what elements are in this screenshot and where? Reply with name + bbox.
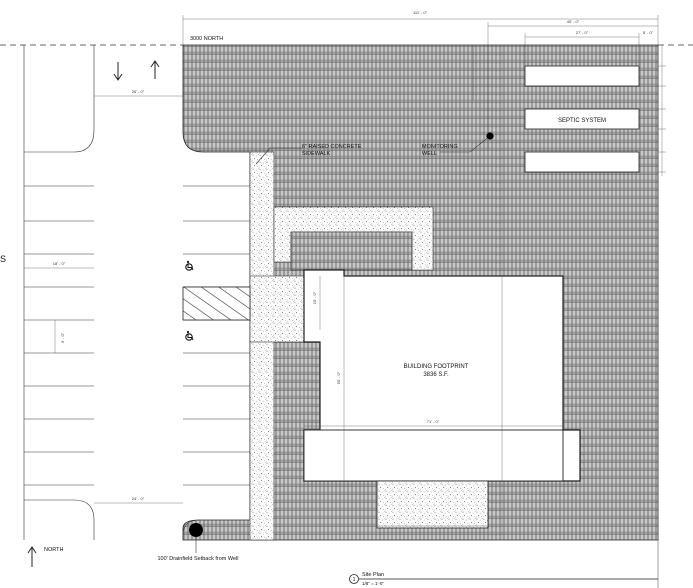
wheelchair-icon	[185, 260, 194, 271]
side-marker: S	[0, 254, 6, 264]
dim-septic-width: 27' - 0"	[576, 30, 589, 35]
site-plan-scale: 1/8" = 1'-0"	[362, 581, 384, 586]
accessible-aisle-hatch	[182, 286, 251, 321]
dim-septic-edge: 5' - 0"	[643, 30, 654, 35]
monitoring-well-label: MONITORING	[422, 144, 458, 150]
raised-sidewalk-label: 6" RAISED CONCRETE	[302, 144, 362, 150]
dim-east-width: 40' - 0"	[567, 19, 580, 24]
arrow-icon	[113, 62, 123, 81]
south-curb	[182, 519, 201, 540]
building-area-label: 3836 S.F.	[423, 372, 449, 378]
septic-trench-3	[524, 151, 640, 173]
monitoring-well-marker	[486, 132, 494, 140]
sidewalk-leader	[255, 147, 302, 165]
north-label: NORTH	[44, 547, 63, 553]
parking-stalls-west	[24, 185, 94, 486]
dim-notch-depth: 10' - 0"	[312, 291, 317, 304]
dim-building-depth: 50' - 0"	[336, 371, 341, 384]
sidewalk-spur	[249, 275, 305, 343]
well-leader	[440, 135, 491, 153]
arrow-icon	[150, 60, 160, 79]
site-plan-marker	[349, 574, 359, 584]
drainfield-well-marker	[189, 523, 203, 537]
drainfield-label: 100' Drainfield Setback from Well	[157, 556, 238, 562]
parking-stalls-east	[183, 185, 250, 486]
raised-sidewalk-label-2: SIDEWALK	[302, 151, 331, 157]
wheelchair-icon	[185, 330, 194, 341]
north-arrow-icon	[27, 546, 37, 567]
dim-entry-width: 26' - 0"	[132, 89, 145, 94]
lower-island	[24, 499, 95, 540]
rear-concrete-pad	[376, 480, 489, 529]
dim-overall-width: 111' - 0"	[413, 10, 428, 15]
entry-walk-paving	[290, 231, 413, 271]
entry-island	[24, 45, 95, 153]
raised-sidewalk	[249, 151, 275, 541]
monitoring-well-label-2: WELL	[422, 151, 437, 157]
building-label: BUILDING FOOTPRINT	[404, 364, 469, 370]
dimension-lines	[24, 15, 666, 588]
dim-stall-width: 9' - 0"	[60, 332, 65, 343]
site-plan-title: Site Plan	[362, 572, 384, 578]
dim-parking-width: 18' - 0"	[53, 261, 66, 266]
septic-label: SEPTIC SYSTEM	[558, 118, 606, 124]
septic-trench-2	[524, 108, 640, 130]
building-wing	[303, 429, 564, 482]
septic-trench-1	[524, 65, 640, 87]
north-road-label: 3000 NORTH	[190, 36, 223, 42]
site-plan-number: 1	[353, 577, 356, 583]
dim-building-width: 71' - 0"	[427, 419, 440, 424]
dim-lower-entry: 24' - 0"	[132, 496, 145, 501]
